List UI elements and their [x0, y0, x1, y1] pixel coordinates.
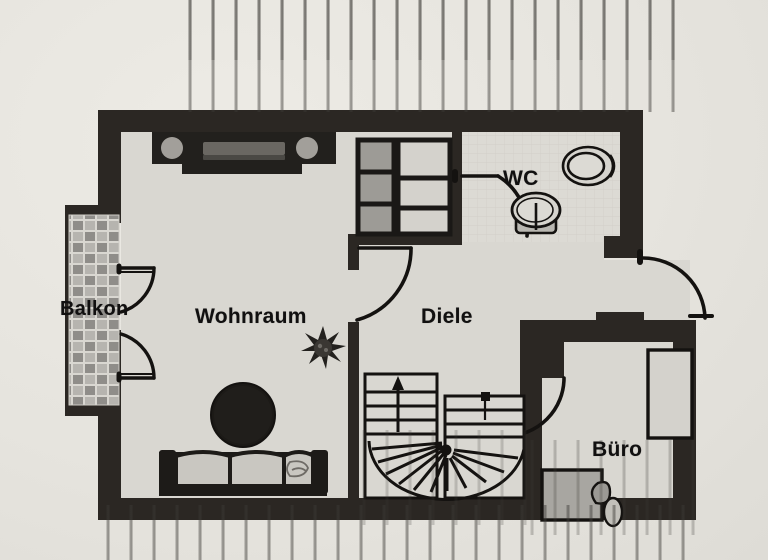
entrance-door[interactable] [637, 249, 714, 320]
media-sideboard-icon [152, 132, 336, 174]
room-label-buro: Büro [592, 438, 643, 461]
room-label-wc: WC [503, 167, 539, 190]
washbasin-icon [510, 191, 562, 235]
buro-cabinet-icon [646, 348, 694, 440]
wall-stubs [596, 312, 644, 322]
partition-walls [348, 132, 462, 498]
toilet-icon [561, 145, 616, 187]
balkon-door[interactable] [116, 263, 156, 383]
round-table-icon [210, 382, 276, 448]
up-arrow-icon [392, 376, 404, 432]
room-label-diele: Diele [421, 305, 473, 328]
wohnraum-diele-door[interactable] [355, 246, 413, 322]
room-label-balkon: Balkon [60, 298, 129, 320]
sofa-icon [159, 450, 328, 496]
plant-icon [301, 326, 346, 369]
room-label-wohnraum: Wohnraum [195, 305, 307, 328]
staircase [363, 372, 526, 502]
closet-cabinet-icon [355, 137, 453, 237]
balkon-tiles [68, 214, 120, 406]
